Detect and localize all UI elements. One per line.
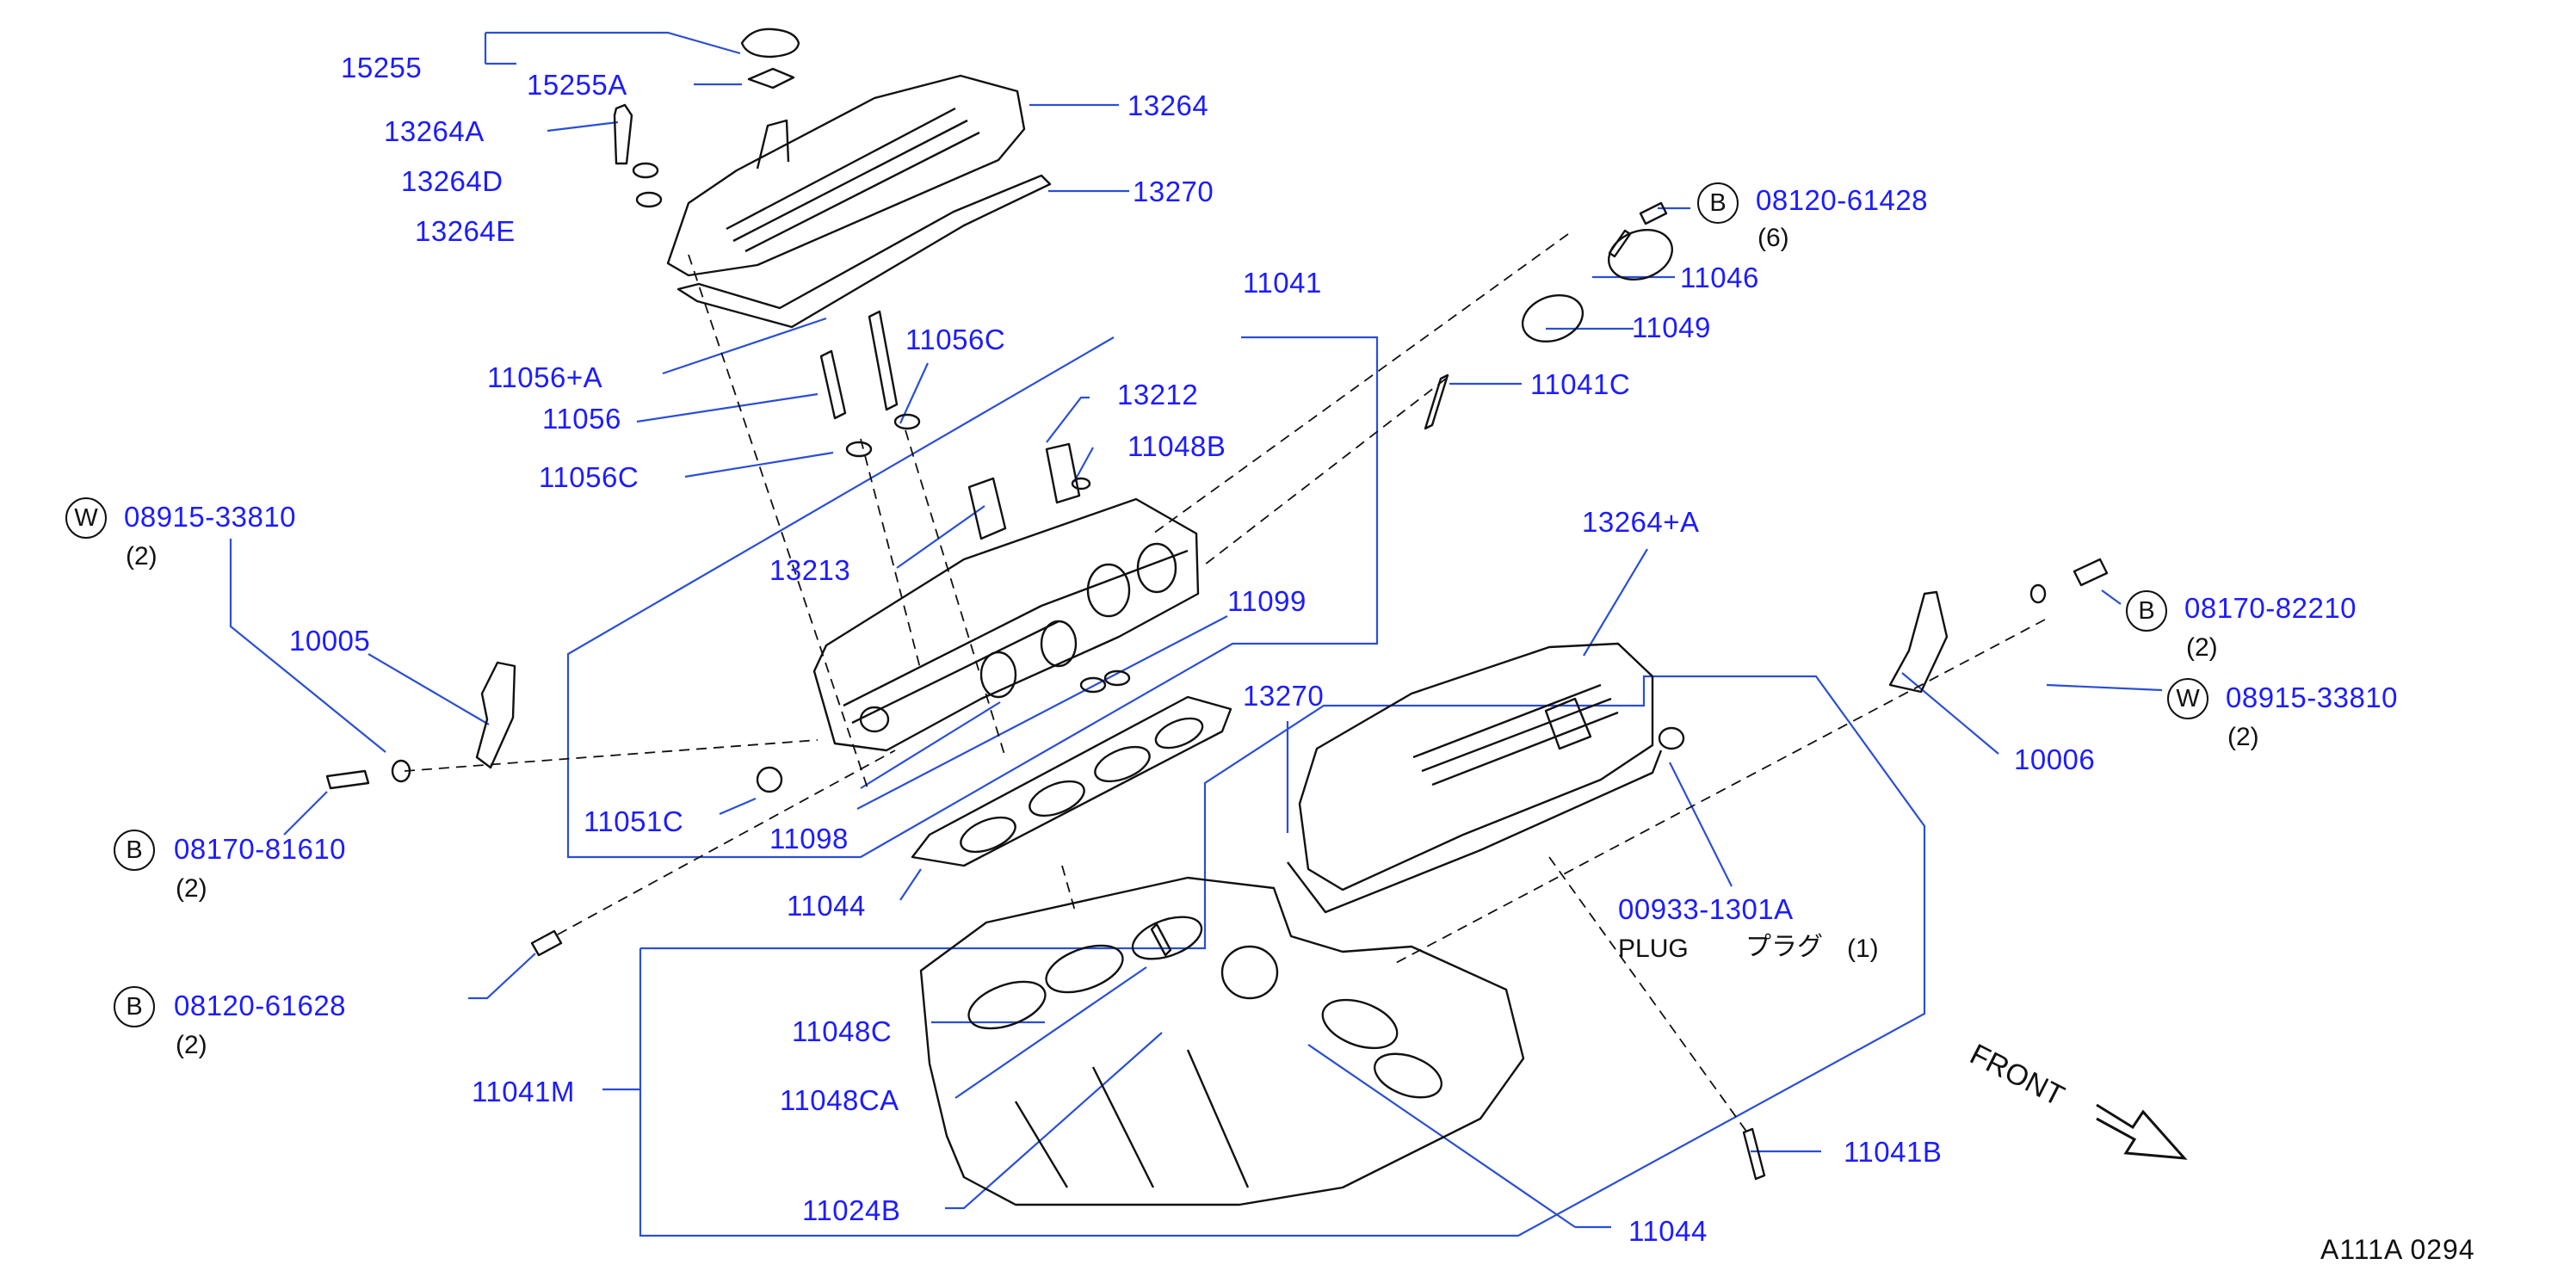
qty-08915-33810-left: (2) — [126, 542, 158, 571]
qty-08120-61428: (6) — [1757, 224, 1789, 252]
callout-00933-1301a[interactable]: 00933-1301A — [1618, 893, 1794, 925]
plug-label-english: PLUG — [1618, 935, 1689, 963]
leader-lines — [229, 31, 2163, 1237]
callout-13212[interactable]: 13212 — [1117, 379, 1199, 410]
qty-08170-82210: (2) — [2186, 633, 2218, 662]
callout-11041c[interactable]: 11041C — [1530, 368, 1631, 400]
callout-13264e[interactable]: 13264E — [415, 215, 516, 247]
component-outlines — [325, 28, 2109, 1206]
callout-11099[interactable]: 11099 — [1227, 585, 1307, 617]
callout-11046[interactable]: 11046 — [1680, 262, 1759, 293]
callout-13264-plus-a[interactable]: 13264+A — [1582, 506, 1700, 538]
callout-08170-82210[interactable]: 08170-82210 — [2184, 592, 2357, 624]
callout-11024b[interactable]: 11024B — [802, 1194, 901, 1226]
callout-13264[interactable]: 13264 — [1127, 89, 1209, 121]
callout-13264d[interactable]: 13264D — [401, 165, 503, 197]
qty-08170-81610: (2) — [176, 874, 207, 903]
callout-10006[interactable]: 10006 — [2014, 743, 2096, 775]
callout-10005[interactable]: 10005 — [289, 625, 371, 657]
badge-w-08915-33810-right: W — [2167, 678, 2208, 719]
front-arrow — [2096, 1103, 2188, 1160]
badge-w-08915-33810-left: W — [65, 497, 107, 539]
callout-13270-top[interactable]: 13270 — [1133, 176, 1214, 207]
callout-11056c-bottom[interactable]: 11056C — [539, 461, 639, 493]
badge-b-08120-61628: B — [114, 986, 155, 1027]
callout-11041[interactable]: 11041 — [1243, 267, 1322, 299]
callout-08915-33810-right[interactable]: 08915-33810 — [2226, 682, 2399, 713]
callout-13213[interactable]: 13213 — [769, 554, 851, 586]
plug-label-japanese: プラグ — [1745, 933, 1823, 961]
callout-13270-mid[interactable]: 13270 — [1243, 680, 1325, 712]
badge-b-08170-81610: B — [114, 830, 155, 871]
badge-b-08170-82210: B — [2126, 590, 2167, 632]
callout-11051c[interactable]: 11051C — [584, 805, 684, 837]
callout-11049[interactable]: 11049 — [1632, 312, 1711, 343]
callout-11056c-top[interactable]: 11056C — [905, 324, 1006, 355]
diagram-reference-code: A111A 0294 — [2320, 1234, 2475, 1265]
callout-08120-61628[interactable]: 08120-61628 — [174, 990, 347, 1021]
callout-11044-mid[interactable]: 11044 — [787, 890, 866, 922]
callout-11056-plus-a[interactable]: 11056+A — [487, 361, 603, 393]
qty-08120-61628: (2) — [176, 1031, 207, 1059]
callout-11044-bottom[interactable]: 11044 — [1628, 1215, 1708, 1247]
callout-11048ca[interactable]: 11048CA — [780, 1084, 899, 1116]
callout-15255[interactable]: 15255 — [341, 52, 423, 83]
assembly-axes — [404, 233, 2046, 1133]
badge-b-08120-61428: B — [1697, 182, 1739, 224]
callout-08120-61428[interactable]: 08120-61428 — [1756, 184, 1929, 216]
qty-plug: (1) — [1847, 935, 1879, 963]
callout-08170-81610[interactable]: 08170-81610 — [174, 833, 347, 865]
callout-11056[interactable]: 11056 — [542, 403, 621, 435]
callout-11048b[interactable]: 11048B — [1127, 430, 1226, 462]
callout-11041m[interactable]: 11041M — [472, 1076, 575, 1107]
callout-15255a[interactable]: 15255A — [527, 69, 627, 101]
callout-11041b[interactable]: 11041B — [1844, 1136, 1943, 1168]
callout-13264a[interactable]: 13264A — [384, 115, 485, 147]
callout-11048c[interactable]: 11048C — [792, 1015, 893, 1047]
callout-11098[interactable]: 11098 — [769, 823, 849, 854]
qty-08915-33810-right: (2) — [2227, 723, 2259, 751]
callout-08915-33810-left[interactable]: 08915-33810 — [124, 501, 297, 533]
